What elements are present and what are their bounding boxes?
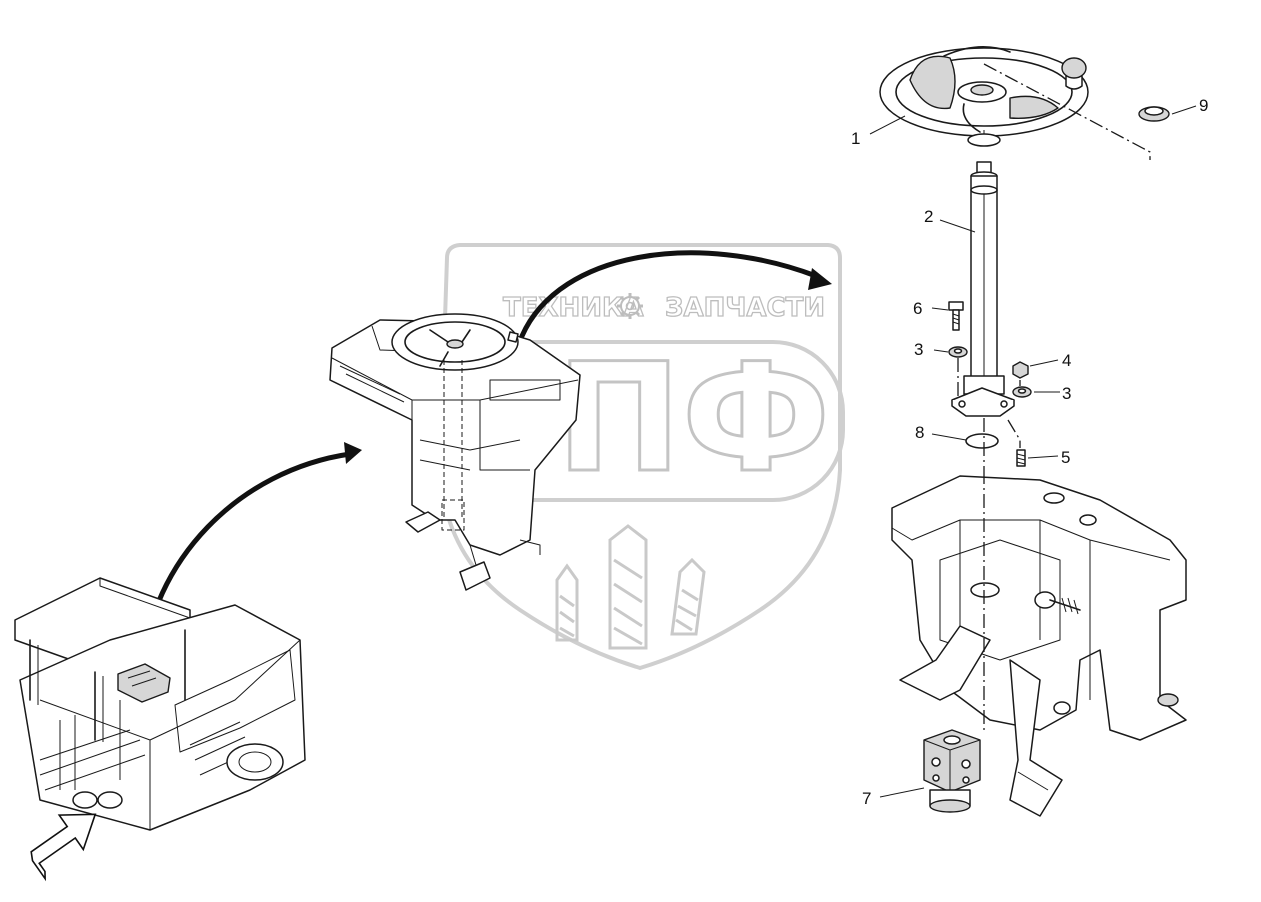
o-ring (965, 433, 999, 449)
pedal-frame (891, 475, 1187, 817)
cab-view (329, 313, 581, 591)
arrow-machine-to-cab-head (344, 442, 362, 464)
bolt (948, 301, 964, 331)
callout-7: 7 (862, 789, 871, 808)
watermark-top-right: ЗАПЧАСТИ (665, 293, 825, 323)
callout-1: 1 (851, 129, 860, 148)
set-screw (1016, 449, 1026, 467)
callout-9: 9 (1199, 96, 1208, 115)
arrow-cab-to-detail-head (808, 268, 832, 290)
machine-overview (14, 577, 306, 882)
steering-assembly (879, 46, 1187, 817)
callout-6: 6 (913, 299, 922, 318)
arrow-cab-to-detail (519, 250, 819, 339)
callout-5: 5 (1061, 448, 1070, 467)
callout-3-left: 3 (914, 340, 923, 359)
steering-unit (923, 729, 981, 813)
steering-column (951, 161, 1015, 417)
callout-4: 4 (1062, 351, 1071, 370)
steering-wheel (879, 46, 1089, 147)
callout-2: 2 (924, 207, 933, 226)
callout-3-right: 3 (1062, 384, 1071, 403)
callout-8: 8 (915, 423, 924, 442)
gear-icon (617, 293, 643, 319)
nut (1012, 361, 1029, 379)
callouts: 1 2 3 3 4 5 6 7 8 9 (851, 96, 1208, 808)
watermark-wheat (555, 524, 706, 650)
view-direction-arrow-icon (30, 813, 97, 882)
center-cap (1138, 106, 1170, 122)
